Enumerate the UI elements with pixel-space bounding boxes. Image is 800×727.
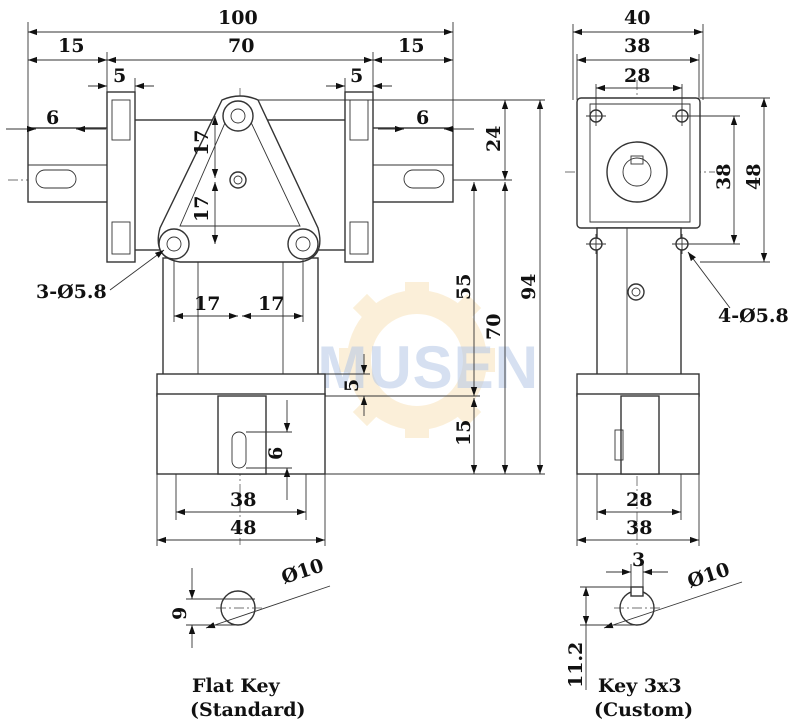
front-view bbox=[8, 88, 470, 545]
flat-key-detail: 9 Ø10 Flat Key (Standard) bbox=[169, 555, 331, 721]
dim-lower-17: 17 bbox=[191, 196, 213, 222]
dim-94: 94 bbox=[518, 274, 540, 300]
right-flange bbox=[344, 91, 374, 263]
side-base-flange bbox=[576, 373, 700, 397]
dim-6-key-vertical: 6 bbox=[265, 447, 287, 460]
front-view-dimensions: 100 15 70 15 5 5 6 6 17 17 3-Ø5.8 bbox=[6, 7, 545, 546]
side-dim-38-bottom: 38 bbox=[626, 517, 652, 539]
dim-right-shaft: 15 bbox=[398, 35, 424, 57]
dim-left-flange: 5 bbox=[113, 65, 126, 87]
key-caption-1: Key 3x3 bbox=[598, 675, 682, 697]
dim-48-bottom: 48 bbox=[230, 517, 256, 539]
flat-key-dim-diameter: Ø10 bbox=[279, 555, 327, 589]
key-dim-depth: 11.2 bbox=[565, 642, 587, 688]
side-view-dimensions: 40 38 28 38 48 4-Ø5.8 28 38 bbox=[572, 7, 789, 546]
dim-left-key: 6 bbox=[46, 107, 59, 129]
output-shaft bbox=[217, 395, 267, 475]
side-lower-body bbox=[596, 227, 682, 377]
side-view bbox=[565, 80, 715, 545]
left-flange bbox=[106, 91, 136, 263]
dim-5-vertical: 5 bbox=[341, 379, 363, 392]
dim-flange-span: 70 bbox=[228, 35, 254, 57]
side-bore bbox=[606, 141, 668, 203]
dim-70-vertical: 70 bbox=[483, 314, 505, 340]
left-shaft bbox=[27, 127, 114, 203]
side-holes-label: 4-Ø5.8 bbox=[718, 305, 789, 327]
lower-body bbox=[162, 257, 319, 377]
side-dim-38-vertical: 38 bbox=[713, 164, 735, 190]
flat-key-caption-1: Flat Key bbox=[192, 675, 281, 697]
dim-total-width: 100 bbox=[218, 7, 258, 29]
front-holes-label: 3-Ø5.8 bbox=[36, 281, 107, 303]
dim-15-vertical: 15 bbox=[453, 420, 475, 446]
dim-right-key: 6 bbox=[416, 107, 429, 129]
dim-hole-right-17: 17 bbox=[258, 293, 284, 315]
triangle-plate bbox=[157, 95, 321, 263]
dim-upper-17: 17 bbox=[191, 130, 213, 156]
dim-55: 55 bbox=[453, 274, 475, 300]
key-caption-2: (Custom) bbox=[594, 699, 693, 721]
side-dim-28-top: 28 bbox=[624, 65, 650, 87]
side-dim-38-top: 38 bbox=[624, 35, 650, 57]
side-dim-48-vertical: 48 bbox=[743, 164, 765, 190]
flat-key-dim-9: 9 bbox=[169, 607, 191, 620]
dim-left-shaft: 15 bbox=[58, 35, 84, 57]
side-dim-40: 40 bbox=[624, 7, 650, 29]
right-shaft bbox=[367, 127, 454, 203]
flat-key-caption-2: (Standard) bbox=[190, 699, 306, 721]
dim-38-bottom: 38 bbox=[230, 489, 256, 511]
dim-24: 24 bbox=[483, 126, 505, 152]
dim-hole-left-17: 17 bbox=[194, 293, 220, 315]
key-3x3-detail: 3 11.2 Ø10 Key 3x3 (Custom) bbox=[565, 549, 743, 721]
side-dim-28-bottom: 28 bbox=[626, 489, 652, 511]
key-dim-width: 3 bbox=[632, 549, 645, 571]
dim-right-flange: 5 bbox=[350, 65, 363, 87]
